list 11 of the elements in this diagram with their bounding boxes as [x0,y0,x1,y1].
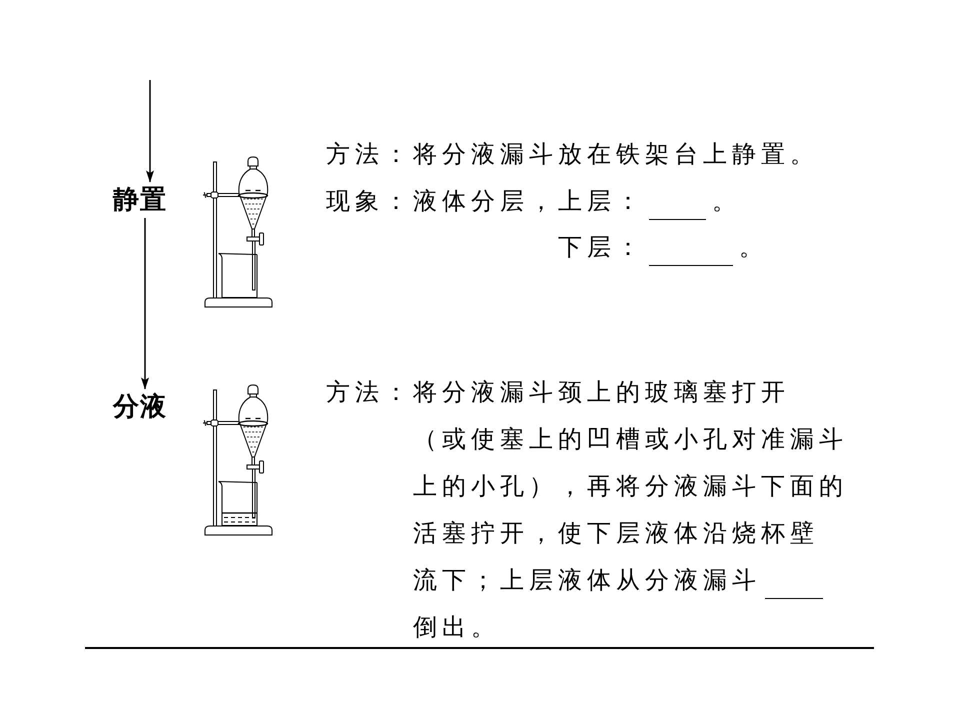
step-label: 静置 [113,185,167,215]
text: 方法：将分液漏斗放在铁架台上静置。 [326,140,819,168]
text: 倒出。 [413,613,500,641]
text: 方法：将分液漏斗颈上的玻璃塞打开（或使塞上的凹槽或小孔对准漏斗上的小孔），再将分液漏斗下面的活塞拧开，使下层液体沿烧杯壁流下；上层液体从分液漏斗 [326,378,848,594]
arrow [141,218,149,390]
text: 下层： [558,233,645,261]
arrow [146,80,154,182]
text: 。 [712,187,741,215]
text: 现象：液体分层，上层： [326,187,645,215]
step-label: 分液 [113,392,167,422]
text: 。 [739,233,768,261]
